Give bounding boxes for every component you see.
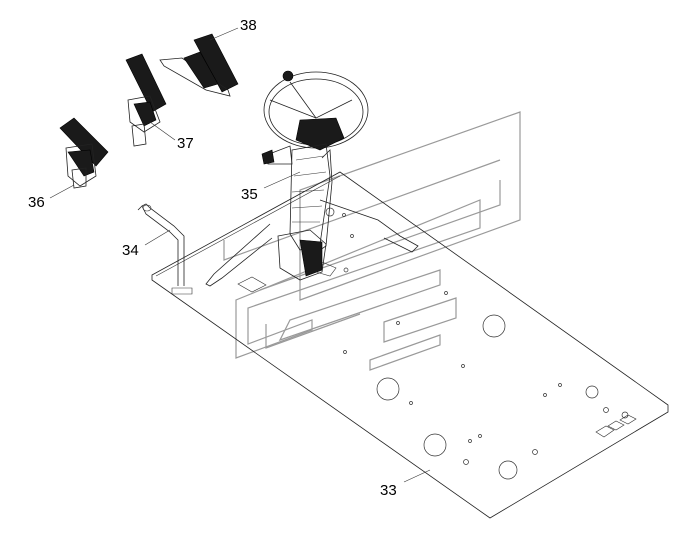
floor-plate <box>151 171 669 519</box>
callout-37: 37 <box>177 135 194 152</box>
callout-36: 36 <box>28 194 45 211</box>
pedal-38 <box>159 33 239 97</box>
callout-38: 38 <box>240 17 257 34</box>
watermark-logo <box>223 111 521 371</box>
steering-column <box>205 70 419 287</box>
leader-lines <box>49 27 431 483</box>
bracket-rod <box>137 203 193 295</box>
pedal-36 <box>59 117 109 189</box>
callout-33: 33 <box>380 482 397 499</box>
callout-34: 34 <box>122 242 139 259</box>
callout-35: 35 <box>241 186 258 203</box>
pedal-37 <box>125 53 167 147</box>
